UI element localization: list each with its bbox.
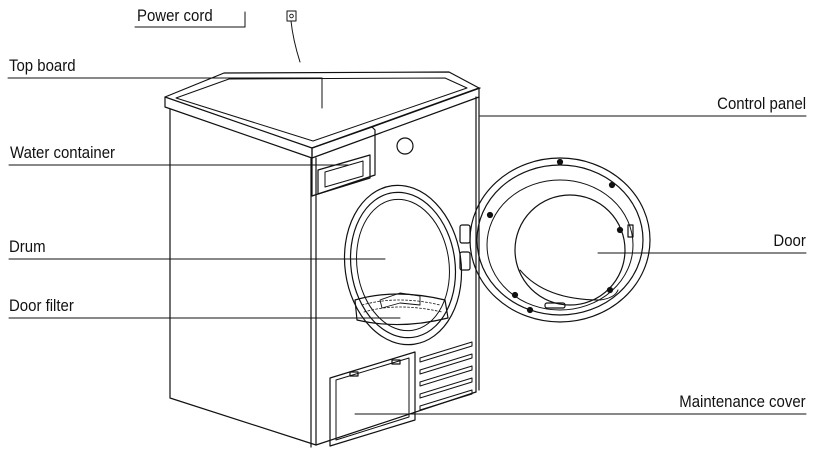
label-top-board: Top board (9, 56, 76, 75)
program-knob (396, 137, 414, 155)
label-drum: Drum (9, 237, 46, 256)
label-maintenance-cover: Maintenance cover (679, 392, 806, 411)
label-door-filter: Door filter (9, 296, 74, 315)
vent-slots (419, 341, 473, 411)
maintenance-cover (329, 351, 416, 447)
label-door: Door (773, 231, 806, 250)
side-panel (169, 108, 317, 446)
front-panel (315, 157, 477, 446)
door (469, 157, 651, 323)
top-board (164, 71, 480, 149)
leader-lines (7, 11, 807, 415)
door-filter (354, 292, 449, 326)
water-container (317, 154, 371, 195)
label-control-panel: Control panel (717, 94, 806, 113)
label-power-cord: Power cord (137, 6, 213, 25)
control-panel (311, 87, 481, 197)
power-cord (286, 10, 301, 63)
drum (343, 184, 463, 346)
label-water-container: Water container (10, 143, 116, 162)
